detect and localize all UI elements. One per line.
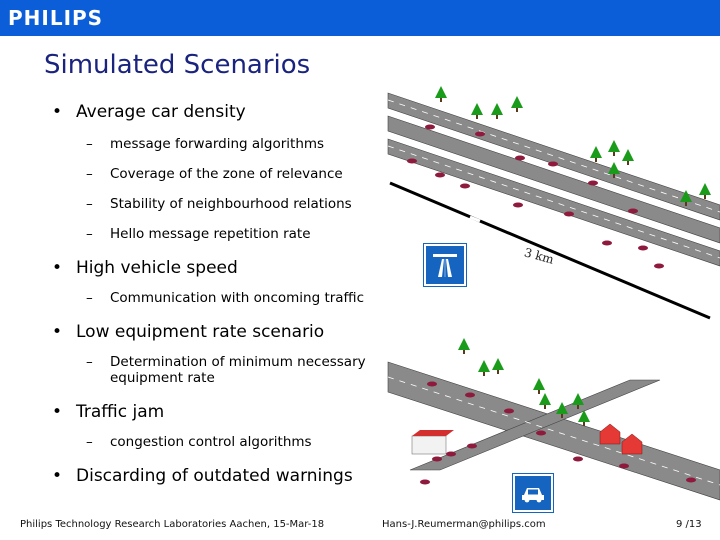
slide-title: Simulated Scenarios bbox=[44, 50, 311, 80]
dash-icon: – bbox=[86, 290, 93, 306]
sub-bullet-text: Stability of neighbourhood relations bbox=[110, 196, 352, 212]
sub-bullet-text: congestion control algorithms bbox=[110, 434, 312, 450]
bullet-dot-icon: • bbox=[52, 102, 63, 122]
sub-bullet-text: message forwarding algorithms bbox=[110, 136, 325, 152]
header-bar: PHILIPS bbox=[0, 0, 720, 36]
bullet-text: Low equipment rate scenario bbox=[76, 322, 325, 342]
trees bbox=[435, 86, 711, 426]
bullet-text: High vehicle speed bbox=[76, 258, 238, 278]
sub-bullet-text: Hello message repetition rate bbox=[110, 226, 311, 242]
sub-bullet-text: Coverage of the zone of relevance bbox=[110, 166, 343, 182]
bullet-text: Average car density bbox=[76, 102, 246, 122]
bullet-dot-icon: • bbox=[52, 402, 63, 422]
sub-bullet-text: Communication with oncoming traffic bbox=[110, 290, 365, 306]
brand-logo: PHILIPS bbox=[8, 6, 104, 30]
dash-icon: – bbox=[86, 434, 93, 450]
footer-page-number: 9 /13 bbox=[676, 519, 702, 530]
houses bbox=[411, 423, 643, 455]
motorway-sign-icon bbox=[423, 243, 467, 287]
bullet-text: Discarding of outdated warnings bbox=[76, 466, 353, 486]
cars bbox=[407, 124, 696, 485]
dash-icon: – bbox=[86, 166, 93, 182]
distance-scale-bar bbox=[389, 181, 711, 320]
bullet-text: Traffic jam bbox=[76, 402, 165, 422]
dash-icon: – bbox=[86, 196, 93, 212]
dash-icon: – bbox=[86, 354, 93, 370]
dash-icon: – bbox=[86, 136, 93, 152]
bullet-dot-icon: • bbox=[52, 466, 63, 486]
traffic-illustration bbox=[387, 86, 720, 501]
bullet-dot-icon: • bbox=[52, 258, 63, 278]
highway bbox=[387, 92, 720, 267]
footer-email: Hans-J.Reumerman@philips.com bbox=[382, 519, 546, 530]
car-road-sign-icon bbox=[512, 473, 554, 513]
bullet-dot-icon: • bbox=[52, 322, 63, 342]
dash-icon: – bbox=[86, 226, 93, 242]
footer-left: Philips Technology Research Laboratories… bbox=[20, 519, 325, 530]
sub-bullet-text: Determination of minimum necessary equip… bbox=[110, 354, 366, 386]
